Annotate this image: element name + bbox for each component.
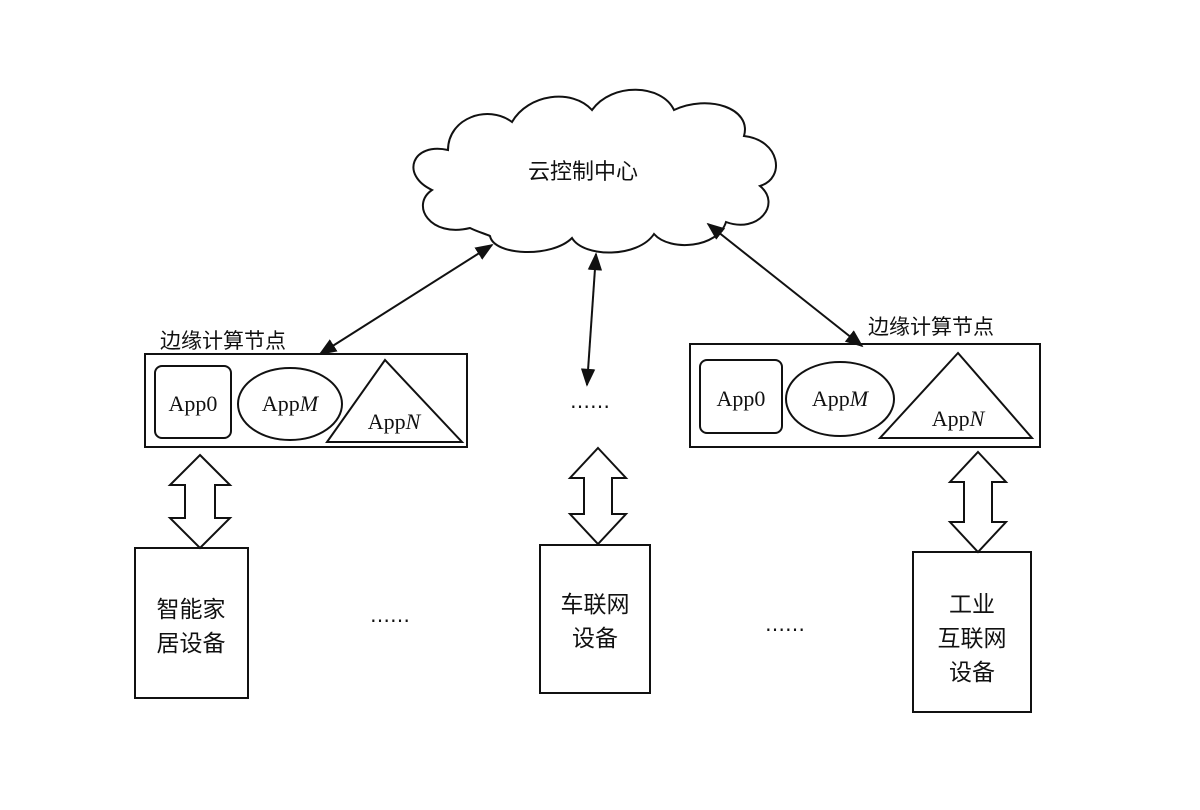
cloud-shape [412,88,777,254]
device-smart-home: 智能家 居设备 [134,547,249,699]
edge-node-left: 边缘计算节点 App0 AppM AppN [144,329,468,448]
app0-box [699,359,783,434]
appm-label: AppM [812,386,870,411]
device-box [134,547,249,699]
device-label-line: 工业 [949,592,995,618]
double-arrow-right [947,450,1009,554]
cloud-label: 云控制中心 [528,160,638,185]
arrow-cloud-middle [580,252,603,387]
double-arrow-left [167,453,233,550]
appm-ellipse [785,361,895,437]
device-label-line: 互联网 [938,626,1007,652]
device-box [539,544,651,694]
arrow-cloud-right-edge [706,222,864,348]
device-industrial-internet: 工业 互联网 设备 [912,551,1032,713]
appn-label: AppN [368,409,422,434]
device-label-line: 智能家 [157,597,226,623]
cloud-control-center: 云控制中心 [412,88,777,254]
devices-ellipsis-right: …… [765,612,805,636]
app0-box [154,365,232,439]
device-label-line: 设备 [949,660,995,686]
arrow-cloud-left-edge [318,244,494,355]
appm-ellipse [237,367,343,441]
app0-label: App0 [169,391,218,416]
appm-label: AppM [262,391,320,416]
device-label-line: 居设备 [157,631,226,657]
middle-ellipsis: …… [570,389,610,413]
appn-triangle [877,351,1035,439]
appn-label: AppN [932,406,986,431]
device-label-line: 车联网 [561,592,630,618]
double-arrow-middle [567,446,629,546]
devices-ellipsis-left: …… [370,603,410,627]
edge-node-left-title: 边缘计算节点 [160,329,286,353]
app0-label: App0 [717,386,766,411]
edge-node-left-box [144,353,468,448]
edge-node-right-title: 边缘计算节点 [868,315,994,339]
edge-node-right: 边缘计算节点 App0 AppM AppN [689,315,1041,448]
device-box [912,551,1032,713]
appn-triangle [325,358,465,443]
device-label-line: 设备 [572,626,618,652]
edge-node-right-box [689,343,1041,448]
device-vehicle-network: 车联网 设备 [539,544,651,694]
